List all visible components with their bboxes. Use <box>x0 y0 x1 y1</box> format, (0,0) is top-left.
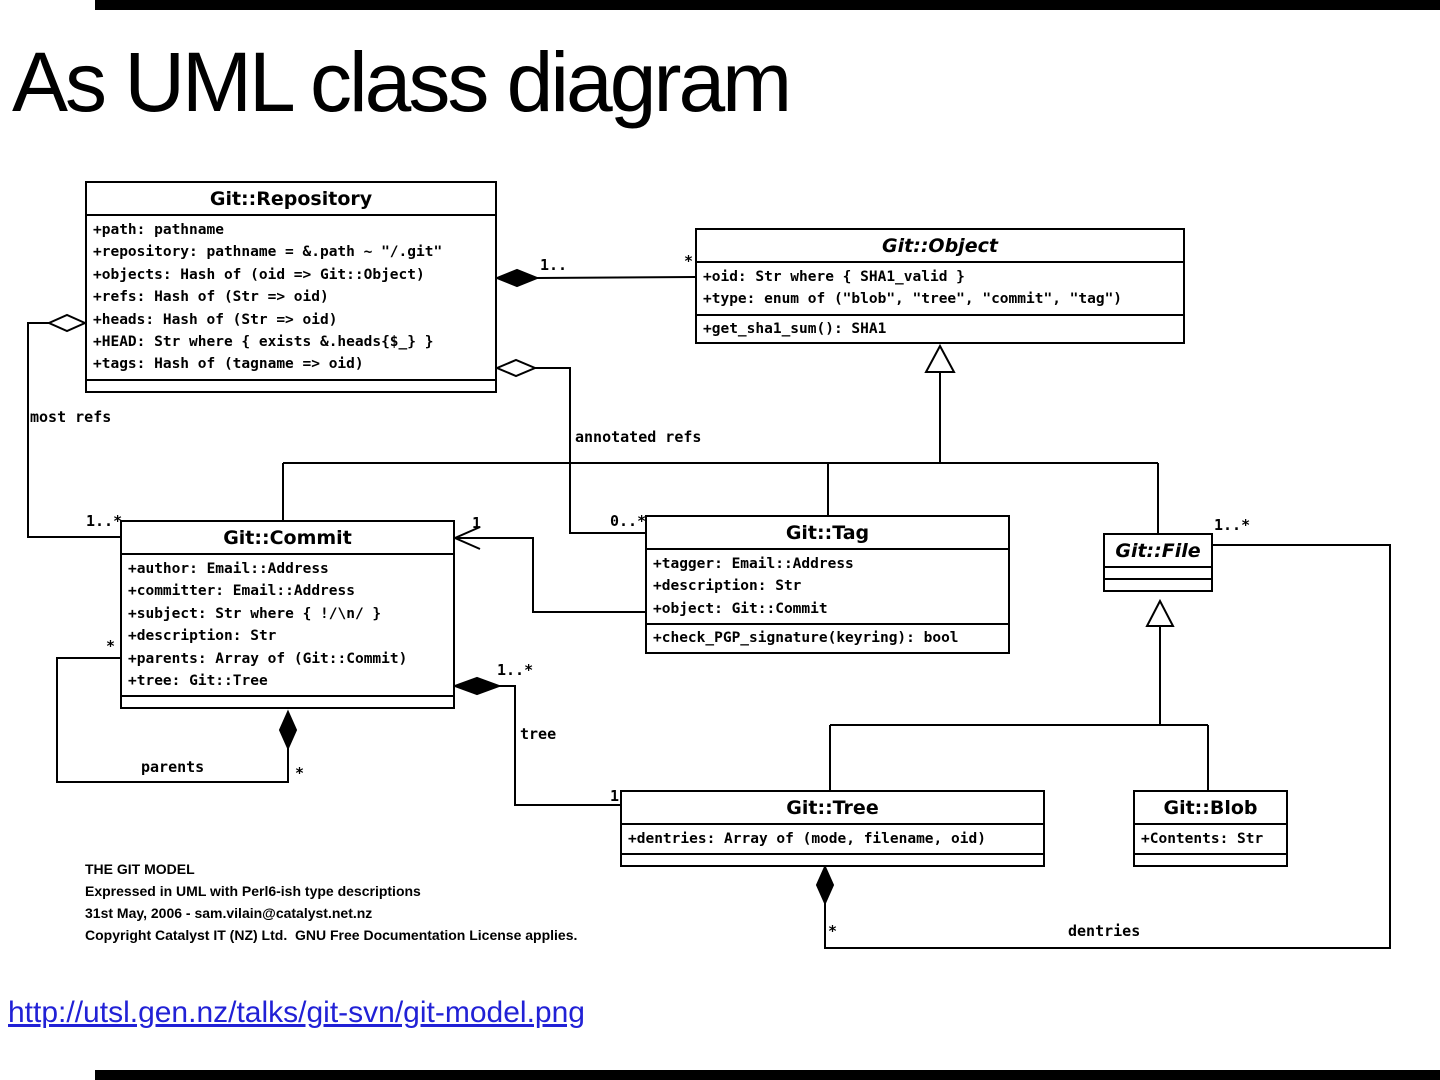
class-git-tag: Git::Tag +tagger: Email::Address +descri… <box>645 515 1010 654</box>
tag-commit-line <box>455 537 645 613</box>
class-title: Git::Tree <box>622 792 1043 825</box>
attributes-compartment: +oid: Str where { SHA1_valid } +type: en… <box>697 263 1183 314</box>
multiplicity-tag-object: 1 <box>472 514 482 532</box>
parents-composition-diamond <box>278 709 298 751</box>
methods-compartment: +check_PGP_signature(keyring): bool <box>647 623 1008 651</box>
multiplicity-file-dentries: 1..* <box>1214 516 1251 534</box>
methods-compartment <box>1135 853 1286 865</box>
note-line: Copyright Catalyst IT (NZ) Ltd. GNU Free… <box>85 927 578 943</box>
class-title: Git::File <box>1105 535 1211 568</box>
dentries-composition-diamond <box>815 864 835 906</box>
file-inheritance-triangle <box>1145 598 1175 627</box>
attribute: +HEAD: Str where { exists &.heads{$_} } <box>93 333 434 350</box>
attribute: +parents: Array of (Git::Commit) <box>128 650 408 667</box>
tag-commit-open-arrow <box>452 526 481 550</box>
class-title: Git::Tag <box>647 517 1008 550</box>
method: +get_sha1_sum(): SHA1 <box>703 320 887 337</box>
attributes-compartment: +tagger: Email::Address +description: St… <box>647 550 1008 623</box>
multiplicity-tree-end: 1 <box>610 787 620 805</box>
attribute: +dentries: Array of (mode, filename, oid… <box>628 831 986 847</box>
multiplicity-object: * <box>684 252 694 270</box>
methods-compartment <box>122 695 453 707</box>
role-parents: parents <box>141 758 205 776</box>
note-line: Expressed in UML with Perl6-ish type des… <box>85 883 421 899</box>
attribute: +Contents: Str <box>1141 831 1264 847</box>
attributes-compartment <box>1105 568 1211 578</box>
attributes-compartment: +path: pathname +repository: pathname = … <box>87 216 495 379</box>
class-git-commit: Git::Commit +author: Email::Address +com… <box>120 520 455 710</box>
attribute: +oid: Str where { SHA1_valid } <box>703 269 965 285</box>
attribute: +refs: Hash of (Str => oid) <box>93 289 329 306</box>
class-git-repository: Git::Repository +path: pathname +reposit… <box>85 181 497 393</box>
attributes-compartment: +Contents: Str <box>1135 825 1286 853</box>
top-bar <box>95 0 1440 10</box>
page-title: As UML class diagram <box>12 35 792 129</box>
multiplicity-commit-tree: 1..* <box>497 661 534 679</box>
note-line: THE GIT MODEL <box>85 861 195 877</box>
role-tree: tree <box>520 725 557 743</box>
class-title: Git::Object <box>697 230 1183 263</box>
class-git-tree: Git::Tree +dentries: Array of (mode, fil… <box>620 790 1045 868</box>
attribute: +subject: Str where { !/\n/ } <box>128 605 382 622</box>
class-git-object: Git::Object +oid: Str where { SHA1_valid… <box>695 228 1185 345</box>
multiplicity-commit-mostrefs: 1..* <box>86 512 123 530</box>
commit-tree-composition-diamond <box>452 676 502 696</box>
role-most-refs: most refs <box>30 408 112 426</box>
note-line: 31st May, 2006 - sam.vilain@catalyst.net… <box>85 905 373 921</box>
methods-compartment <box>1105 578 1211 590</box>
methods-compartment <box>87 378 495 391</box>
multiplicity-parents-bottom: * <box>295 764 305 782</box>
object-inheritance-triangle <box>924 343 956 373</box>
attribute: +tags: Hash of (tagname => oid) <box>93 356 364 373</box>
methods-compartment: +get_sha1_sum(): SHA1 <box>697 313 1183 342</box>
attribute: +tree: Git::Tree <box>128 672 268 689</box>
attribute: +type: enum of ("blob", "tree", "commit"… <box>703 291 1123 308</box>
multiplicity-dentries-star: * <box>828 922 838 940</box>
class-git-blob: Git::Blob +Contents: Str <box>1133 790 1288 868</box>
bottom-bar <box>95 1070 1440 1080</box>
most-refs-line <box>27 322 120 538</box>
most-refs-aggregation-diamond <box>46 313 88 333</box>
role-dentries: dentries <box>1068 922 1141 940</box>
class-title: Git::Repository <box>87 183 495 216</box>
commit-tree-line <box>499 685 620 806</box>
attributes-compartment: +author: Email::Address +committer: Emai… <box>122 555 453 695</box>
methods-compartment <box>622 853 1043 865</box>
attribute: +author: Email::Address <box>128 561 329 577</box>
role-annotated-refs: annotated refs <box>575 428 702 446</box>
attribute: +description: Str <box>128 628 277 645</box>
method: +check_PGP_signature(keyring): bool <box>653 630 959 647</box>
attribute: +heads: Hash of (Str => oid) <box>93 311 338 328</box>
attribution-note: THE GIT MODEL Expressed in UML with Perl… <box>85 858 577 946</box>
attribute: +committer: Email::Address <box>128 583 355 600</box>
class-title: Git::Blob <box>1135 792 1286 825</box>
attributes-compartment: +dentries: Array of (mode, filename, oid… <box>622 825 1043 853</box>
multiplicity-parents-top: * <box>106 637 116 655</box>
annotated-refs-line <box>535 367 645 534</box>
attribute: +repository: pathname = &.path ~ "/.git" <box>93 244 443 261</box>
repo-object-composition-diamond <box>494 268 540 288</box>
dentries-line <box>824 544 1391 949</box>
class-git-file: Git::File <box>1103 533 1213 592</box>
parents-line <box>56 657 289 783</box>
source-link[interactable]: http://utsl.gen.nz/talks/git-svn/git-mod… <box>8 996 585 1029</box>
attribute: +tagger: Email::Address <box>653 556 854 572</box>
annotated-refs-aggregation-diamond <box>494 358 538 378</box>
attribute: +objects: Hash of (oid => Git::Object) <box>93 266 425 283</box>
attribute: +object: Git::Commit <box>653 600 828 617</box>
attribute: +description: Str <box>653 578 802 595</box>
repo-object-line <box>536 276 696 279</box>
multiplicity-repo-object: 1.. <box>540 256 568 274</box>
multiplicity-tag-annotated: 0..* <box>610 512 647 530</box>
class-title: Git::Commit <box>122 522 453 555</box>
attribute: +path: pathname <box>93 222 224 238</box>
